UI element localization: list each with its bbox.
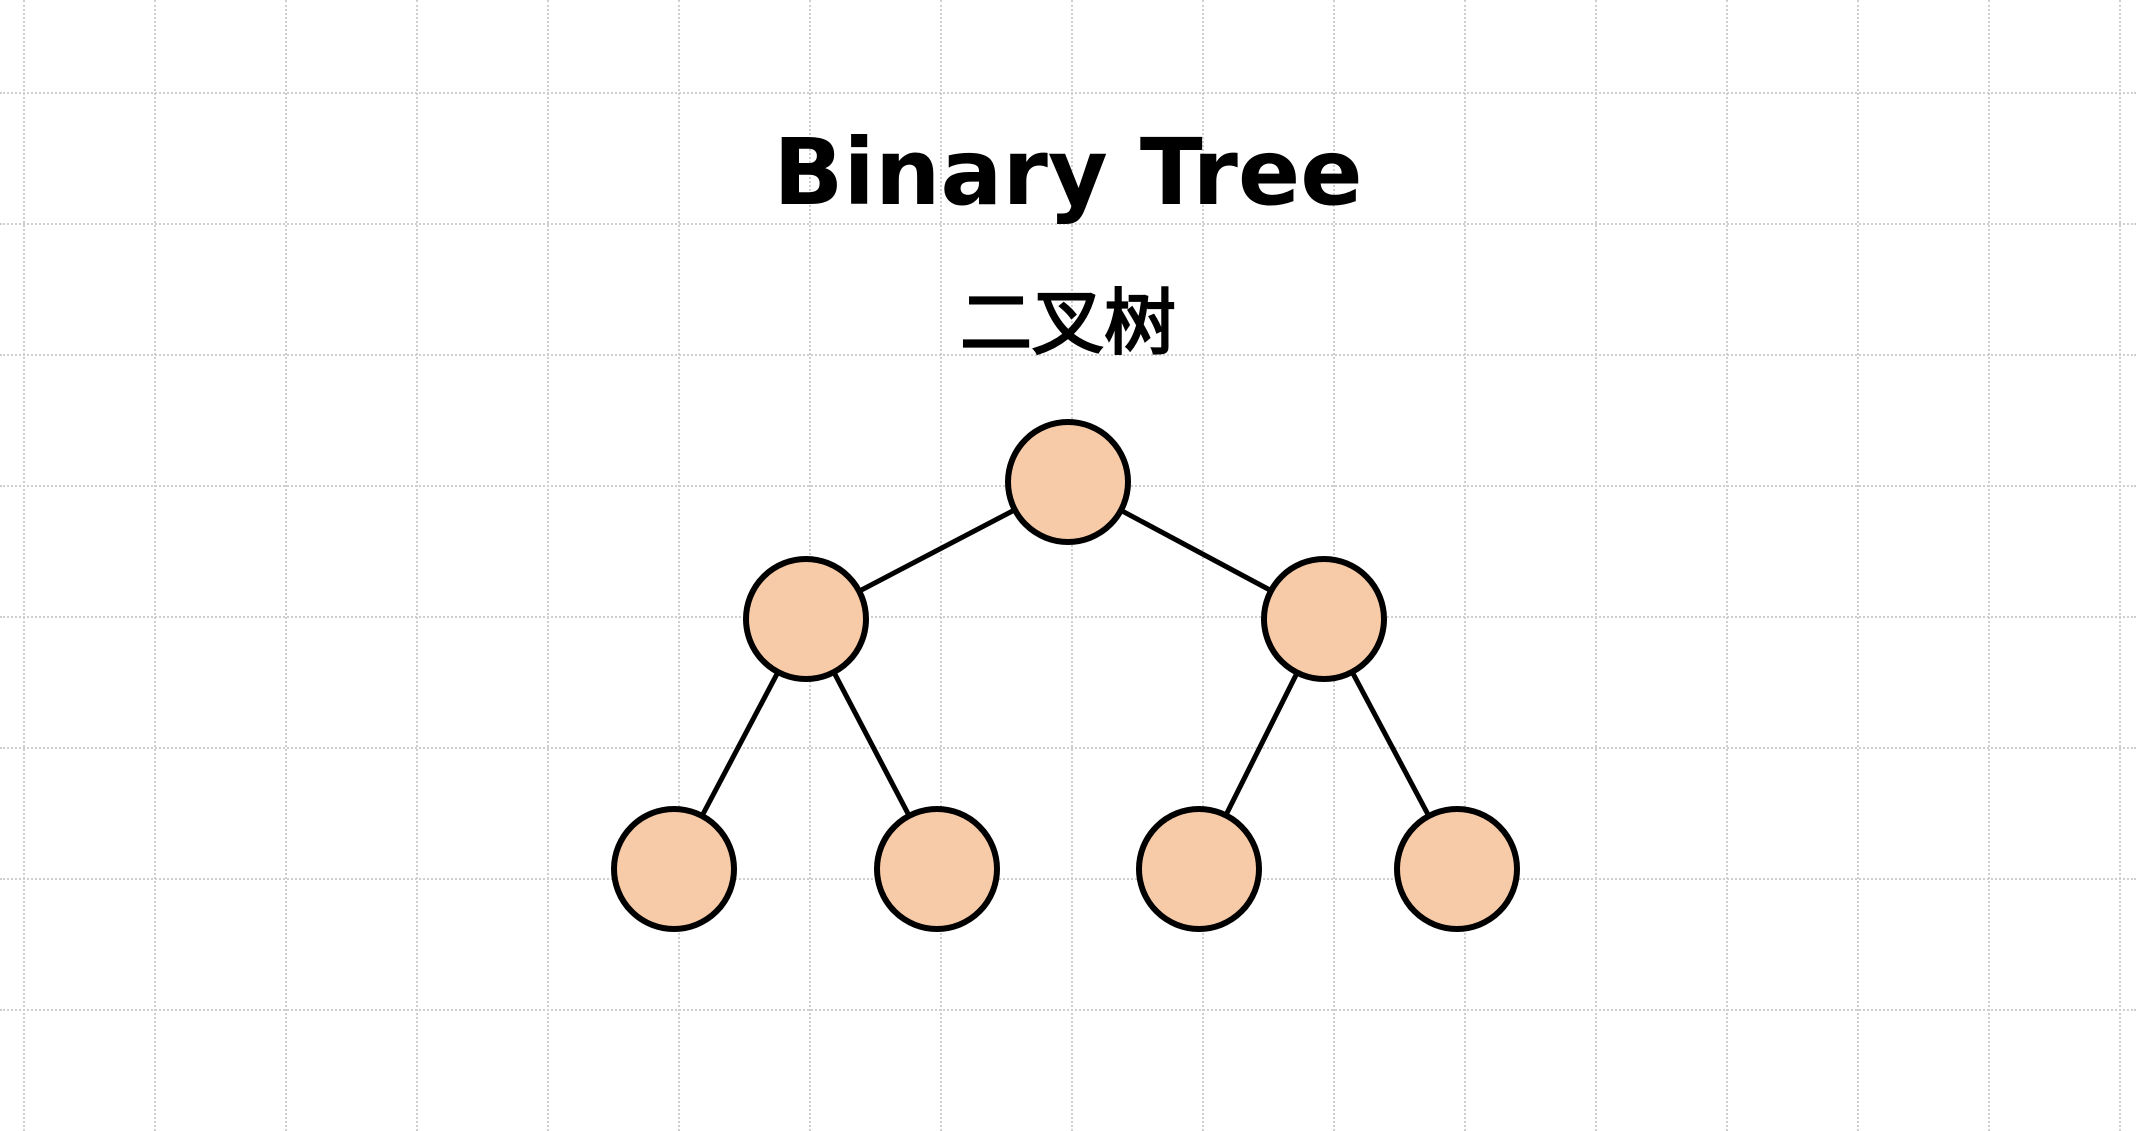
grid-line-vertical — [547, 0, 549, 1131]
grid-line-horizontal — [0, 747, 2136, 749]
tree-node-leaf-2[interactable] — [874, 806, 1000, 932]
grid-line-vertical — [416, 0, 418, 1131]
tree-node-leaf-3[interactable] — [1136, 806, 1262, 932]
grid-line-vertical — [2119, 0, 2121, 1131]
grid-line-horizontal — [0, 878, 2136, 880]
grid-line-vertical — [1988, 0, 1990, 1131]
grid-line-vertical — [285, 0, 287, 1131]
grid-line-horizontal — [0, 223, 2136, 225]
grid-line-vertical — [678, 0, 680, 1131]
tree-node-right[interactable] — [1261, 556, 1387, 682]
grid-line-horizontal — [0, 92, 2136, 94]
grid-line-vertical — [23, 0, 25, 1131]
grid-line-horizontal — [0, 1009, 2136, 1011]
grid-line-vertical — [1464, 0, 1466, 1131]
tree-node-leaf-1[interactable] — [611, 806, 737, 932]
grid-line-vertical — [1726, 0, 1728, 1131]
diagram-subtitle: 二叉树 — [959, 281, 1176, 365]
grid-line-vertical — [1202, 0, 1204, 1131]
grid-line-vertical — [1595, 0, 1597, 1131]
grid-line-vertical — [1857, 0, 1859, 1131]
tree-nodes — [611, 419, 1520, 932]
grid-line-vertical — [940, 0, 942, 1131]
tree-node-leaf-4[interactable] — [1394, 806, 1520, 932]
tree-node-root[interactable] — [1005, 419, 1131, 545]
tree-node-left[interactable] — [743, 556, 869, 682]
grid-line-vertical — [1071, 0, 1073, 1131]
grid-line-horizontal — [0, 616, 2136, 618]
diagram-title: Binary Tree — [773, 119, 1363, 226]
grid-line-horizontal — [0, 354, 2136, 356]
grid-line-vertical — [154, 0, 156, 1131]
